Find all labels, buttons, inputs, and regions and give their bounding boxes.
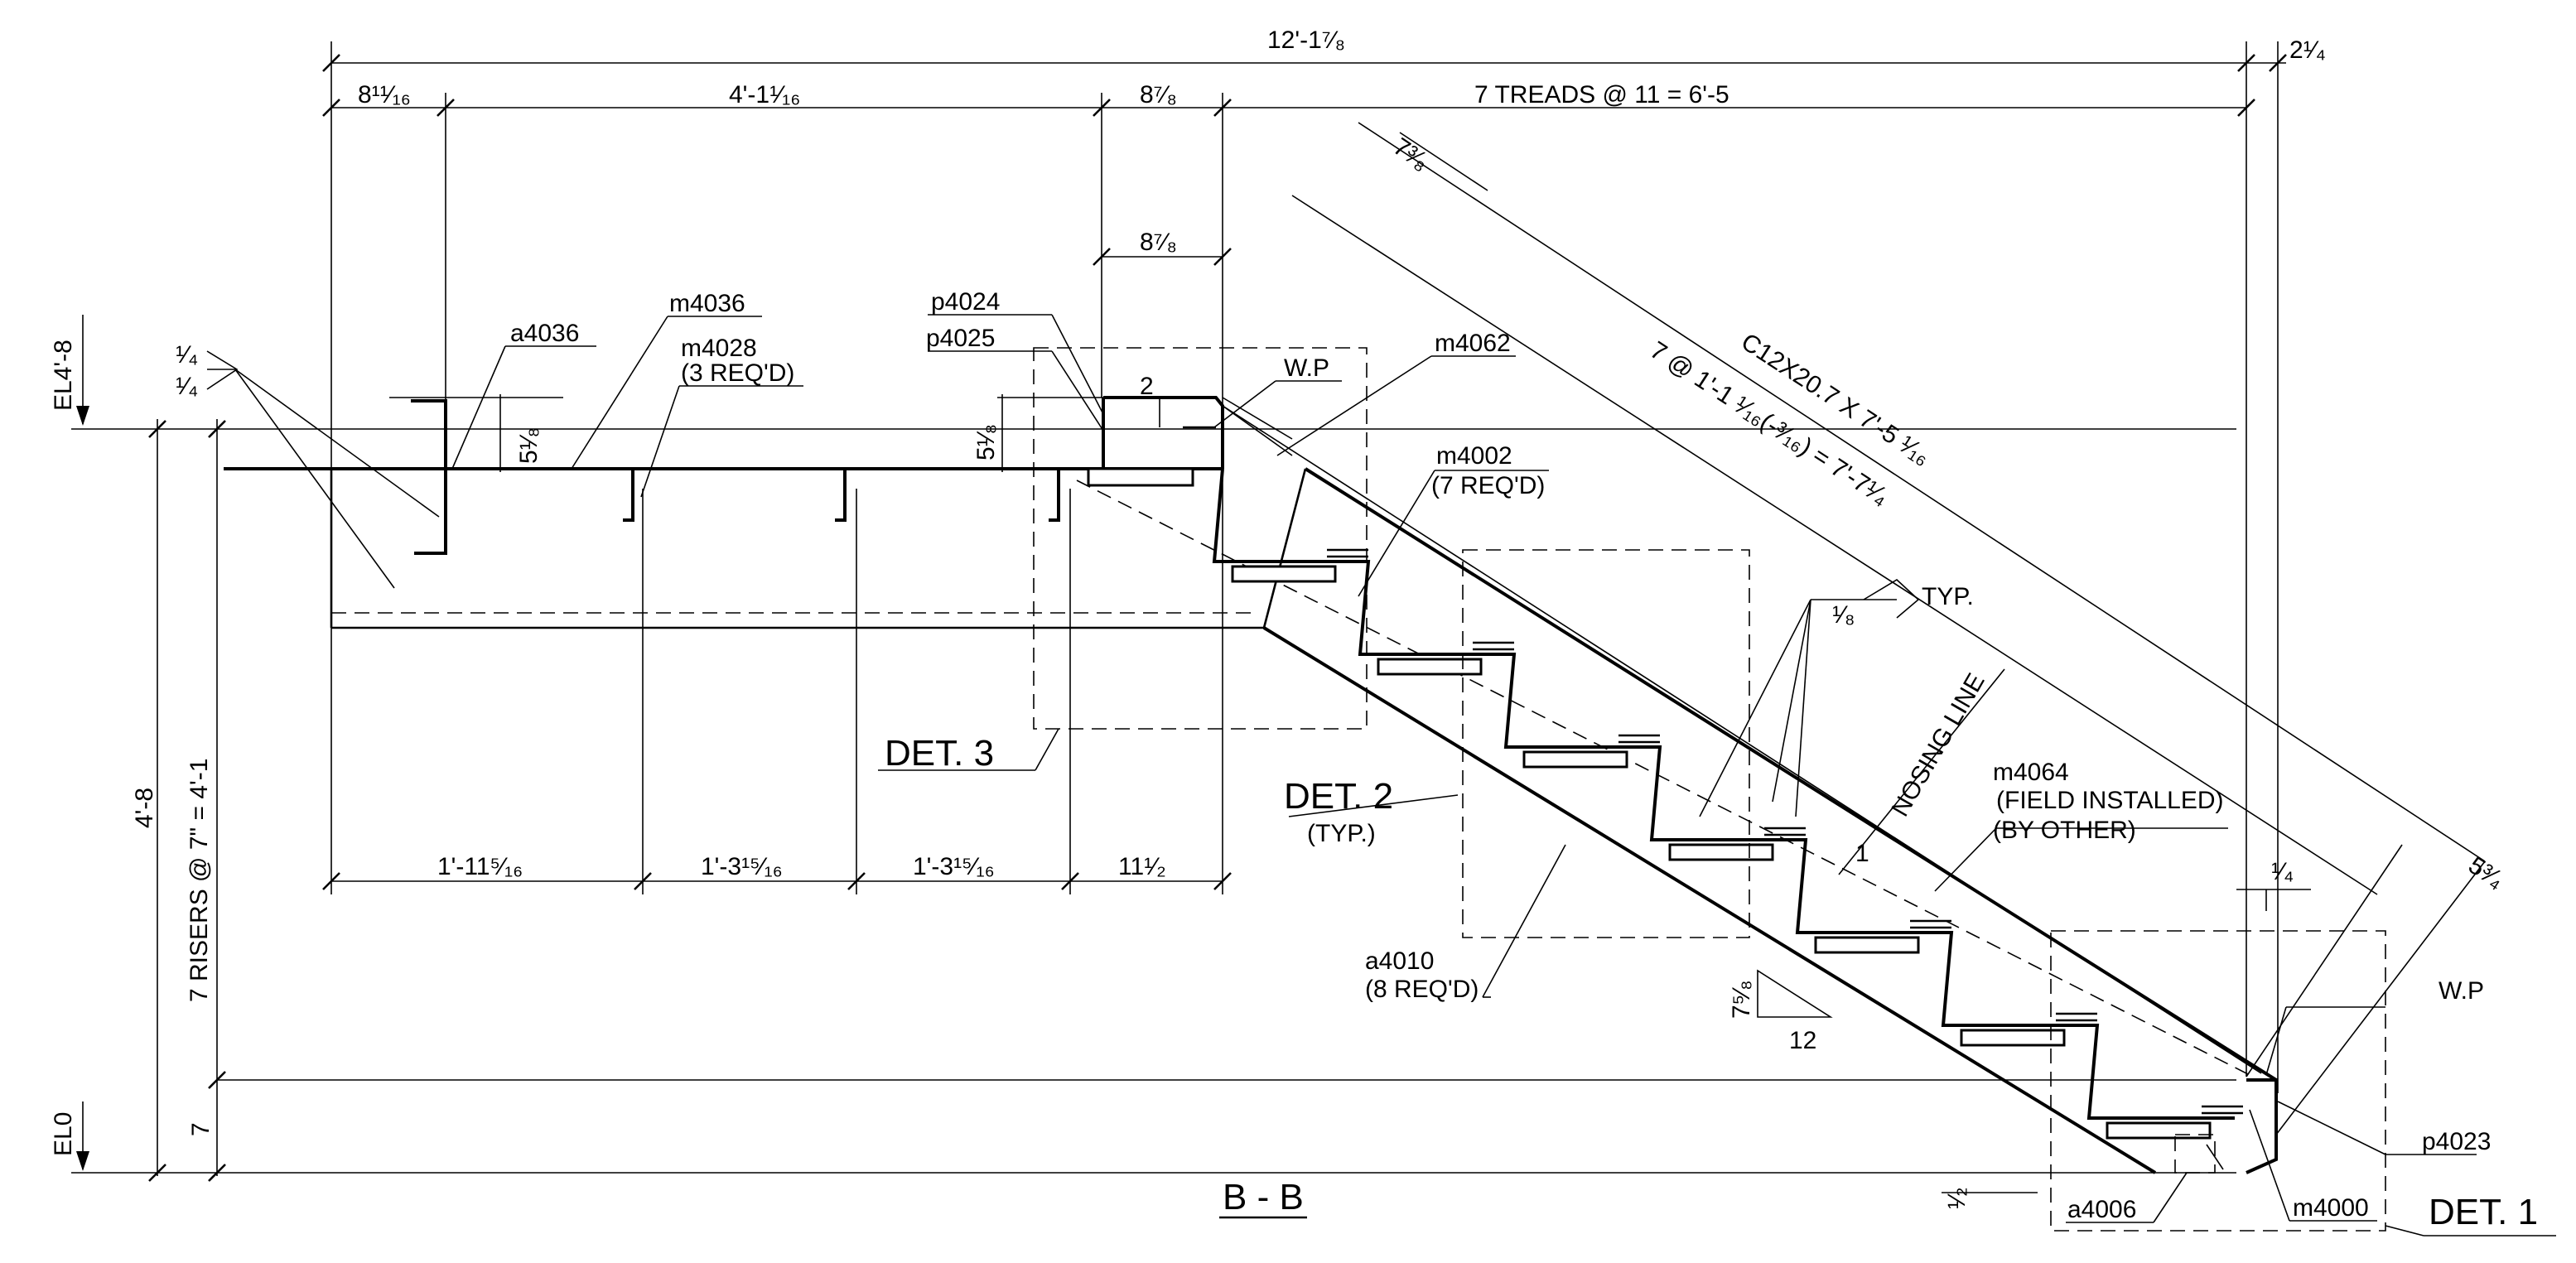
weld-symbol-typ	[1699, 579, 1920, 817]
dim-right-small: 2¹⁄₄	[2289, 36, 2326, 64]
dim-d2: 4'-1¹⁄₁₆	[729, 81, 800, 108]
nosing-line-label: NOSING LINE	[1886, 669, 1990, 822]
detail-2-typ: (TYP.)	[1307, 820, 1376, 847]
nosing-clip	[1910, 919, 1951, 929]
label-m4062: m4062	[1435, 330, 1511, 357]
label-wp-bottom: W.P	[2439, 977, 2484, 1005]
callout-leaders	[451, 314, 2556, 1236]
step-profile	[1212, 468, 2235, 1120]
dim-overall: 12'-1⁷⁄₈	[1267, 27, 1345, 54]
nosing-clip	[2202, 1105, 2243, 1115]
tread-plate	[1668, 843, 1774, 861]
section-title: B - B	[1223, 1177, 1304, 1217]
label-a4006: a4006	[2067, 1196, 2136, 1223]
label-p4023: p4023	[2422, 1128, 2491, 1155]
stair-stringer	[1222, 122, 2486, 1174]
dim-b2: 1'-3¹⁵⁄₁₆	[701, 853, 783, 880]
tread-plate	[1377, 658, 1483, 676]
tread-plate	[2106, 1121, 2212, 1140]
dim-v7: 7	[187, 1122, 215, 1136]
label-p4025: p4025	[926, 325, 995, 352]
dim-v-total: 4'-8	[131, 788, 158, 828]
stair-steps	[1212, 468, 2243, 1140]
weld-typ-label: TYP.	[1922, 583, 1974, 610]
weld-symbol-left	[206, 350, 440, 589]
slope-triangle	[1757, 969, 1833, 1018]
label-a4036: a4036	[510, 320, 579, 347]
elevation-bottom: EL0	[50, 1112, 77, 1156]
slope-run: 12	[1789, 1027, 1816, 1054]
dim-h2: 2	[1140, 373, 1154, 400]
nosing-line-marker	[1838, 668, 2005, 875]
label-m4000: m4000	[2293, 1194, 2369, 1222]
dim-b4: 11¹⁄₂	[1118, 853, 1166, 880]
dim-h518a: 5¹⁄₈	[515, 427, 543, 464]
dim-d3b: 8⁷⁄₈	[1140, 229, 1177, 256]
label-m4002: m4002	[1436, 442, 1512, 470]
bottom-dimension-lines	[322, 431, 1232, 894]
label-m4002-qty: (7 REQ'D)	[1431, 472, 1545, 499]
dim-b1: 1'-11⁵⁄₁₆	[437, 853, 523, 880]
weld-left-bottom: ¹⁄₄	[176, 373, 198, 400]
dim-treads: 7 TREADS @ 11 = 6'-5	[1474, 81, 1729, 108]
dim-slope-small: 7³⁄₈	[1388, 133, 1434, 176]
nosing-clip	[2056, 1012, 2097, 1022]
label-m4064-field: (FIELD INSTALLED)	[1996, 787, 2224, 814]
dim-h518b: 5¹⁄₈	[972, 424, 1000, 460]
dim-q12: ¹⁄₂	[1943, 1187, 1971, 1209]
tread-plate	[1814, 936, 1920, 954]
label-m4064: m4064	[1993, 759, 2069, 786]
weld-typ-size: ¹⁄₈	[1832, 601, 1855, 629]
label-a4010-qty: (8 REQ'D)	[1365, 976, 1479, 1003]
nosing-clip	[1473, 641, 1514, 651]
label-m4036: m4036	[669, 290, 745, 317]
label-p4024: p4024	[931, 288, 1000, 316]
detail-1-title: DET. 1	[2429, 1192, 2538, 1232]
label-a4010: a4010	[1365, 947, 1434, 975]
dim-b3: 1'-3¹⁵⁄₁₆	[913, 853, 995, 880]
left-dimension-lines	[71, 315, 2236, 1182]
dim-d1: 8¹¹⁄₁₆	[358, 81, 411, 108]
dim-d3: 8⁷⁄₈	[1140, 81, 1177, 108]
tread-plate	[1522, 750, 1628, 769]
nosing-clip	[1327, 548, 1368, 558]
nosing-clip	[1618, 734, 1660, 744]
nosing-clip	[1764, 827, 1806, 836]
label-m4028: m4028	[681, 335, 757, 362]
nosing-line-one: 1	[1855, 840, 1869, 867]
tread-plate	[1231, 565, 1337, 583]
label-m4064-other: (BY OTHER)	[1993, 817, 2136, 844]
detail-3-title: DET. 3	[885, 733, 994, 774]
elevation-top: EL4'-8	[50, 340, 77, 411]
dim-risers: 7 RISERS @ 7" = 4'-1	[186, 759, 213, 1002]
dim-channel: C12X20.7 X 7'-5 ¹⁄₁₆	[1736, 328, 1935, 470]
tread-plate	[1960, 1029, 2066, 1047]
weld-left-top: ¹⁄₄	[176, 341, 198, 369]
detail-boxes	[1033, 347, 2386, 1232]
slope-rise: 7⁵⁄₈	[1728, 980, 1755, 1019]
landing-structure	[224, 394, 2254, 1077]
detail-2-title: DET. 2	[1284, 776, 1393, 817]
label-wp-top: W.P	[1284, 354, 1329, 382]
dim-q14: ¹⁄₄	[2271, 858, 2294, 885]
dim-s534: 5³⁄₄	[2463, 851, 2509, 894]
label-m4028-qty: (3 REQ'D)	[681, 359, 794, 387]
